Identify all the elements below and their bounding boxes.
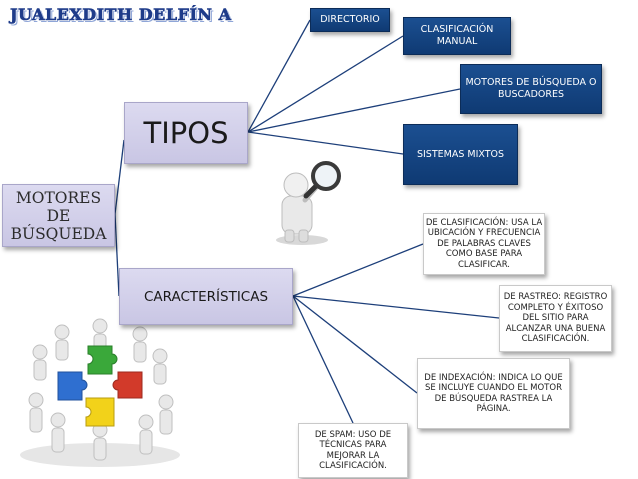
- connector-root-carac: [114, 213, 120, 297]
- magnifier-figure-icon: [276, 161, 341, 245]
- connector-root-tipos: [114, 139, 125, 215]
- caracteristica-spam: DE SPAM: USO DE TÉCNICAS PARA MEJORAR LA…: [298, 423, 408, 478]
- tipo-directorio: DIRECTORIO: [310, 8, 390, 32]
- connector-tipos-mixtos: [247, 131, 404, 155]
- tipo-sistemas-mixtos: SISTEMAS MIXTOS: [403, 124, 518, 185]
- author-title: JUALEXDITH DELFÍN A: [10, 5, 232, 25]
- connector-tipos-directorio: [247, 19, 311, 133]
- connector-carac-clasificacion: [292, 243, 424, 297]
- connector-tipos-motores: [247, 88, 461, 133]
- branch-tipos: TIPOS: [124, 102, 248, 164]
- branch-caracteristicas: CARACTERÍSTICAS: [119, 268, 293, 325]
- caracteristica-clasificacion: DE CLASIFICACIÓN: USA LA UBICACIÓN Y FRE…: [423, 213, 545, 275]
- connector-carac-rastreo: [292, 295, 500, 319]
- connector-tipos-clasificacion: [247, 35, 404, 133]
- tipo-motores-busqueda: MOTORES DE BÚSQUEDA O BUSCADORES: [460, 64, 602, 114]
- connector-carac-spam: [292, 295, 354, 424]
- puzzle-team-icon: [20, 318, 180, 467]
- root-node: MOTORES DE BÚSQUEDA: [2, 184, 115, 247]
- connector-carac-indexacion: [292, 295, 418, 394]
- caracteristica-rastreo: DE RASTREO: REGISTRO COMPLETO Y ÉXITOSO …: [499, 285, 612, 352]
- tipo-clasificacion-manual: CLASIFICACIÓN MANUAL: [403, 17, 511, 55]
- caracteristica-indexacion: DE INDEXACIÓN: INDICA LO QUE SE INCLUYE …: [417, 358, 570, 429]
